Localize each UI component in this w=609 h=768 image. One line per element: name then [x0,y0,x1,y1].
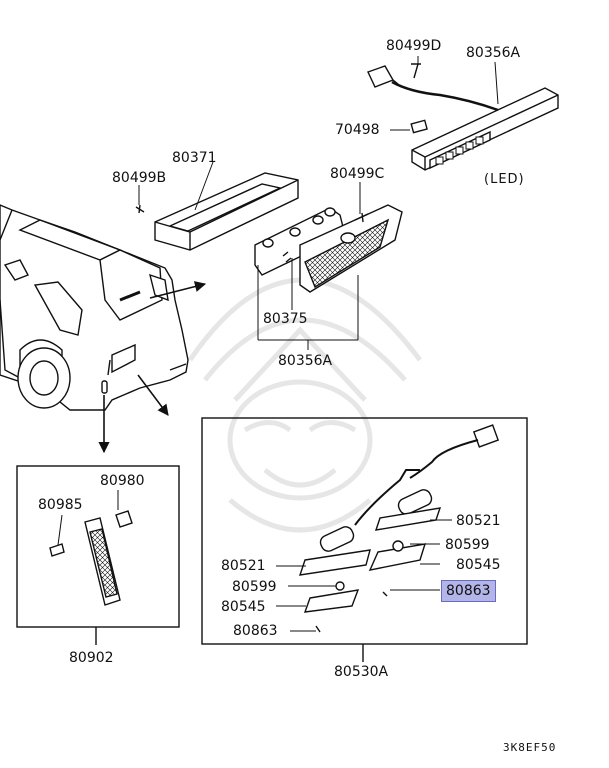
diagram-code: 3K8EF50 [503,741,557,754]
part-label-80863-left[interactable]: 80863 [233,623,278,639]
part-label-80499c[interactable]: 80499C [330,166,385,182]
samurai-helmet-watermark-icon [187,277,422,533]
part-label-80356a-top[interactable]: 80356A [466,45,521,61]
part-label-80863-highlighted[interactable]: 80863 [441,580,496,602]
reflector-box [16,465,180,645]
part-label-80375[interactable]: 80375 [263,311,308,327]
callout-arrows [98,281,207,454]
part-label-80521-right[interactable]: 80521 [456,513,501,529]
part-label-80599-right[interactable]: 80599 [445,537,490,553]
part-label-80521-left[interactable]: 80521 [221,558,266,574]
vehicle-rear-drawing [0,204,189,411]
reflector-lamp-assembly [254,204,403,293]
part-label-80599-left[interactable]: 80599 [232,579,277,595]
lamp-cover [135,172,299,251]
part-label-80980[interactable]: 80980 [100,473,145,489]
license-lamp-box [201,417,528,662]
part-label-80371[interactable]: 80371 [172,150,217,166]
part-label-80545-left[interactable]: 80545 [221,599,266,615]
part-label-80902[interactable]: 80902 [69,650,114,666]
part-label-80499d[interactable]: 80499D [386,38,442,54]
leader-lines [57,56,499,632]
part-label-80545-right[interactable]: 80545 [456,557,501,573]
part-label-80499b[interactable]: 80499B [112,170,167,186]
led-stop-lamp [367,63,559,171]
part-label-80985[interactable]: 80985 [38,497,83,513]
part-label-80356a-mid[interactable]: 80356A [278,353,333,369]
part-label-80530a[interactable]: 80530A [334,664,389,680]
part-label-70498[interactable]: 70498 [335,122,380,138]
led-note: (LED) [484,172,525,187]
